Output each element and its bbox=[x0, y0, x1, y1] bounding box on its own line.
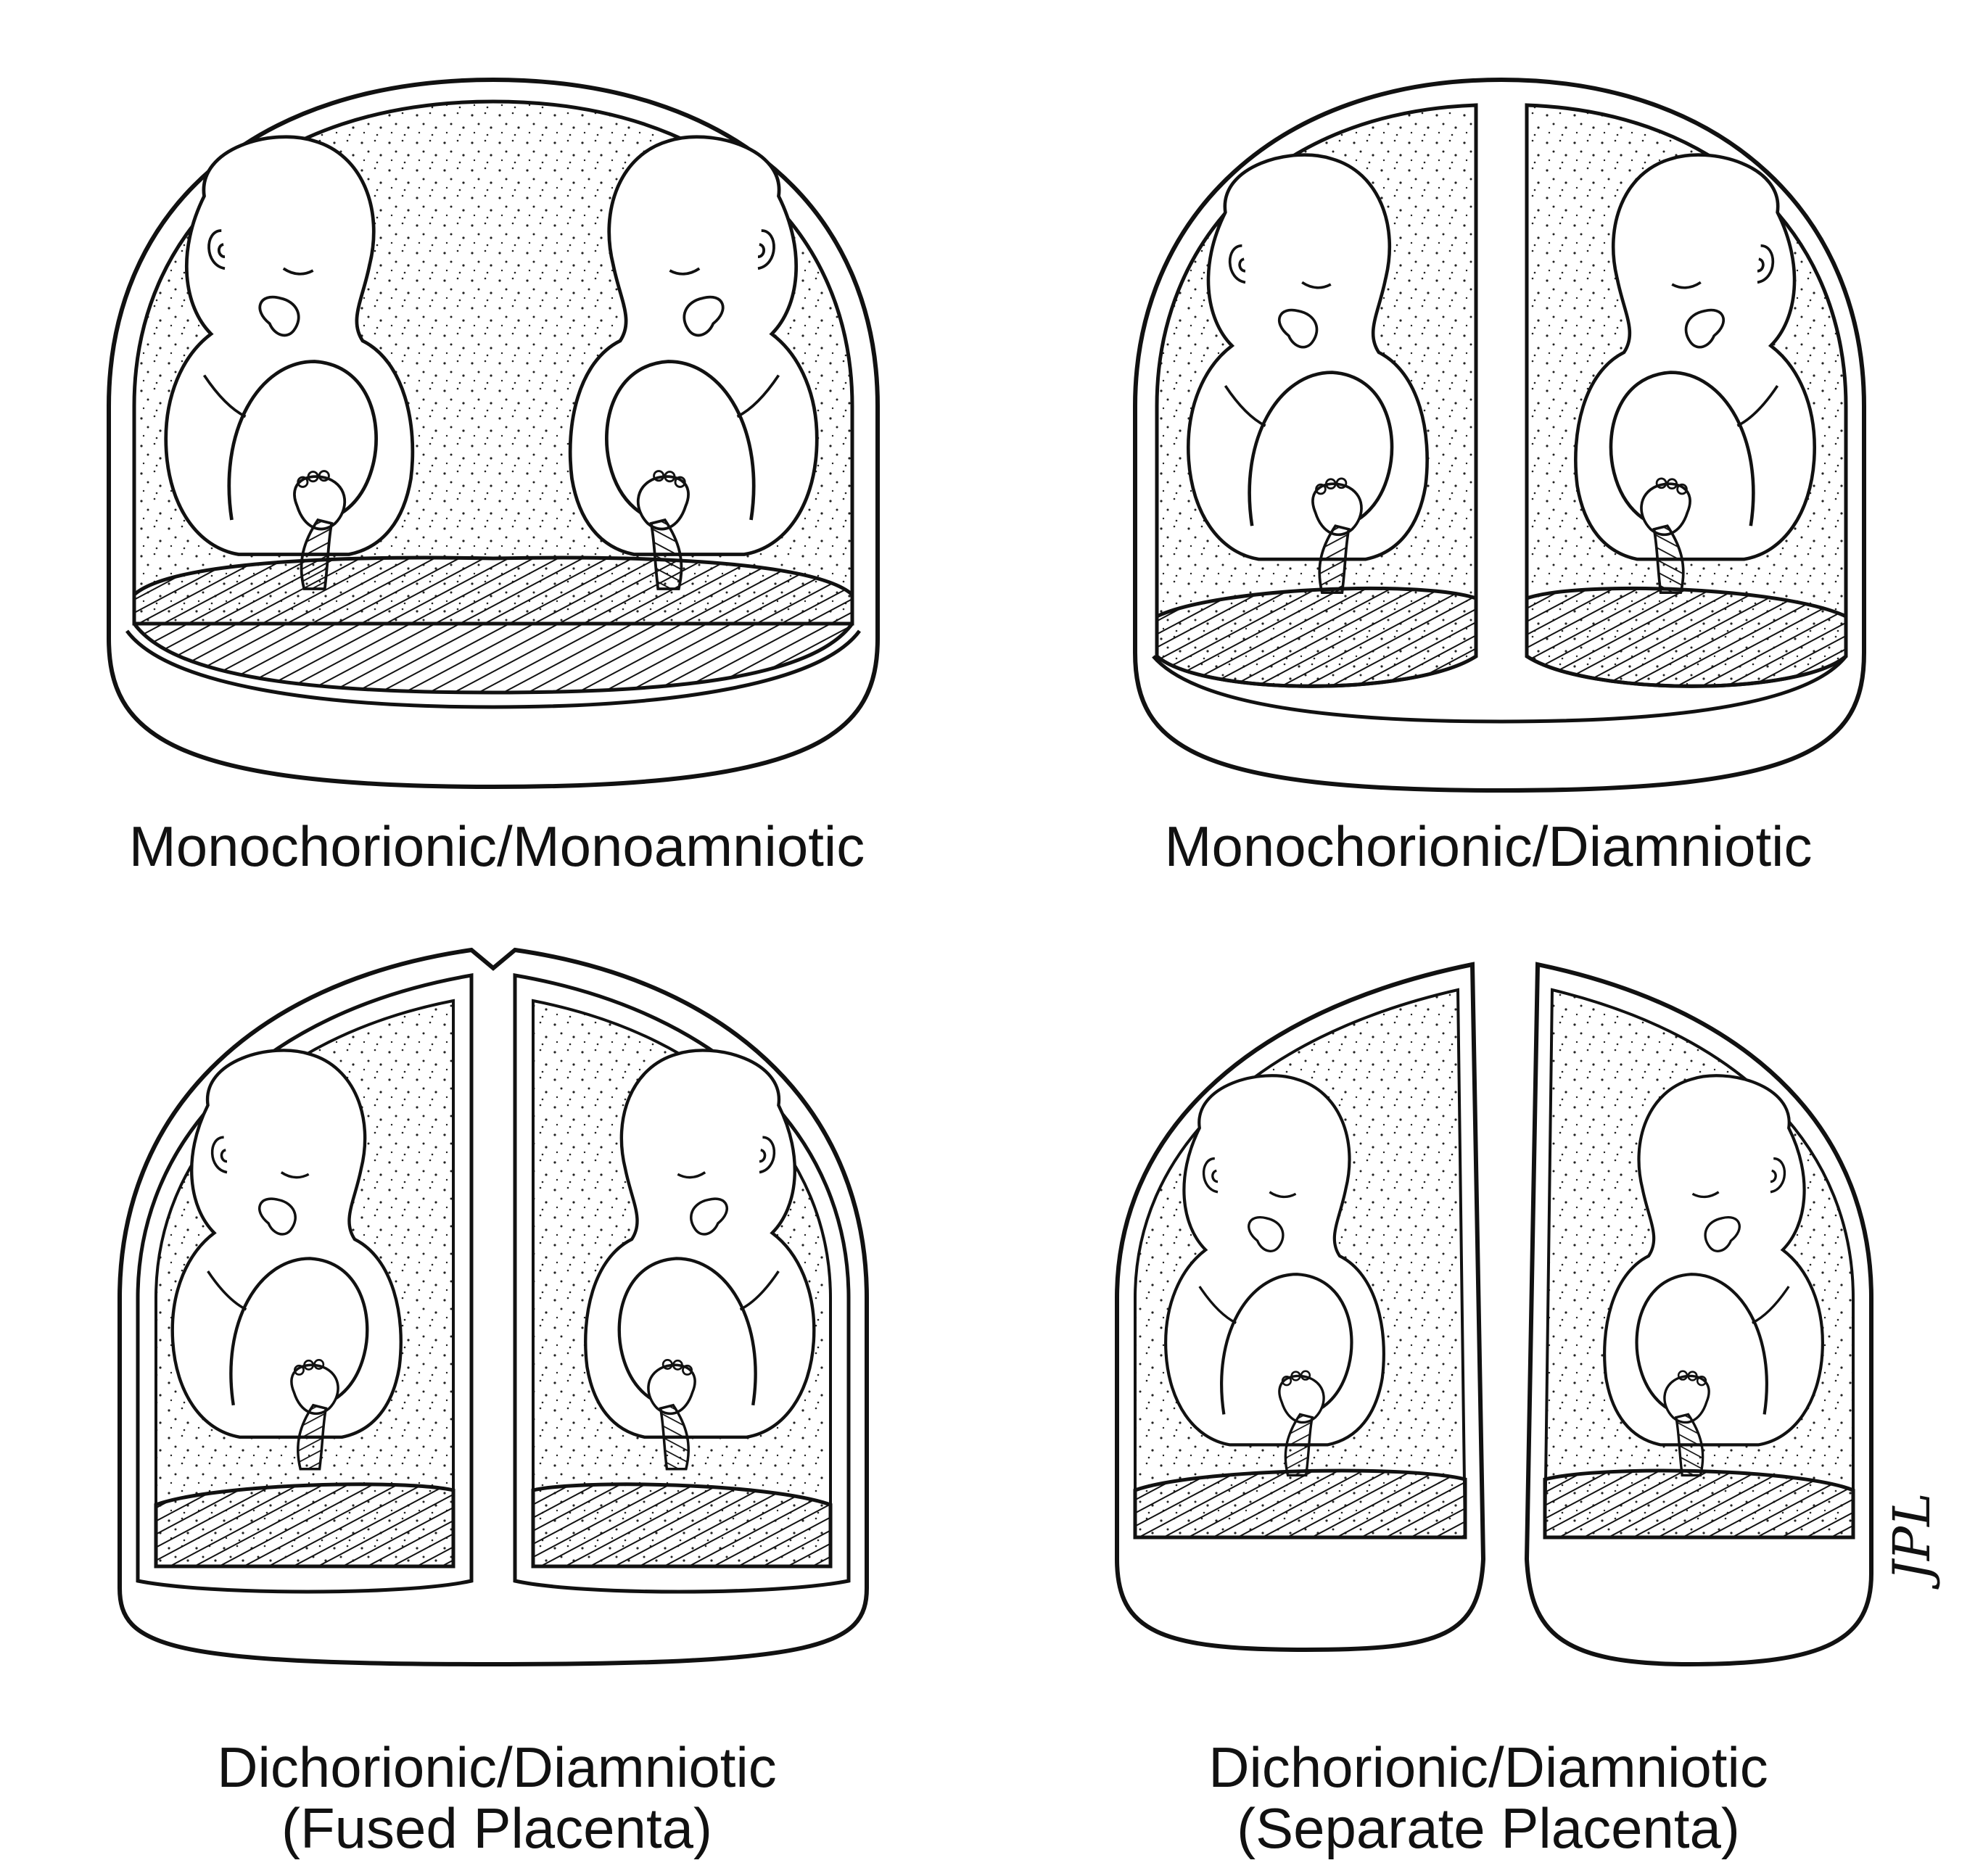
caption-line: Dichorionic/Diamniotic bbox=[217, 1735, 777, 1799]
caption-line: Monochorionic/Diamniotic bbox=[1164, 814, 1813, 878]
caption-line: Dichorionic/Diamniotic bbox=[1208, 1735, 1768, 1799]
panel-monochorionic-monoamniotic bbox=[107, 77, 880, 790]
caption-dichorionic-diamniotic-fused: Dichorionic/Diamniotic (Fused Placenta) bbox=[0, 1737, 994, 1859]
caption-monochorionic-monoamniotic: Monochorionic/Monoamniotic bbox=[0, 816, 994, 877]
caption-line-sub: (Fused Placenta) bbox=[281, 1796, 712, 1860]
caption-line-sub: (Separate Placenta) bbox=[1237, 1796, 1740, 1860]
panel-monochorionic-diamniotic bbox=[1133, 77, 1866, 793]
caption-line: Monochorionic/Monoamniotic bbox=[128, 814, 865, 878]
panel-dichorionic-diamniotic-fused bbox=[118, 947, 869, 1667]
artist-signature-text: JPL bbox=[1882, 1492, 1942, 1590]
artist-signature: JPL bbox=[1882, 1492, 1942, 1590]
panel-dichorionic-diamniotic-separate bbox=[1115, 962, 1873, 1667]
caption-dichorionic-diamniotic-separate: Dichorionic/Diamniotic (Separate Placent… bbox=[994, 1737, 1983, 1859]
caption-monochorionic-diamniotic: Monochorionic/Diamniotic bbox=[994, 816, 1983, 877]
